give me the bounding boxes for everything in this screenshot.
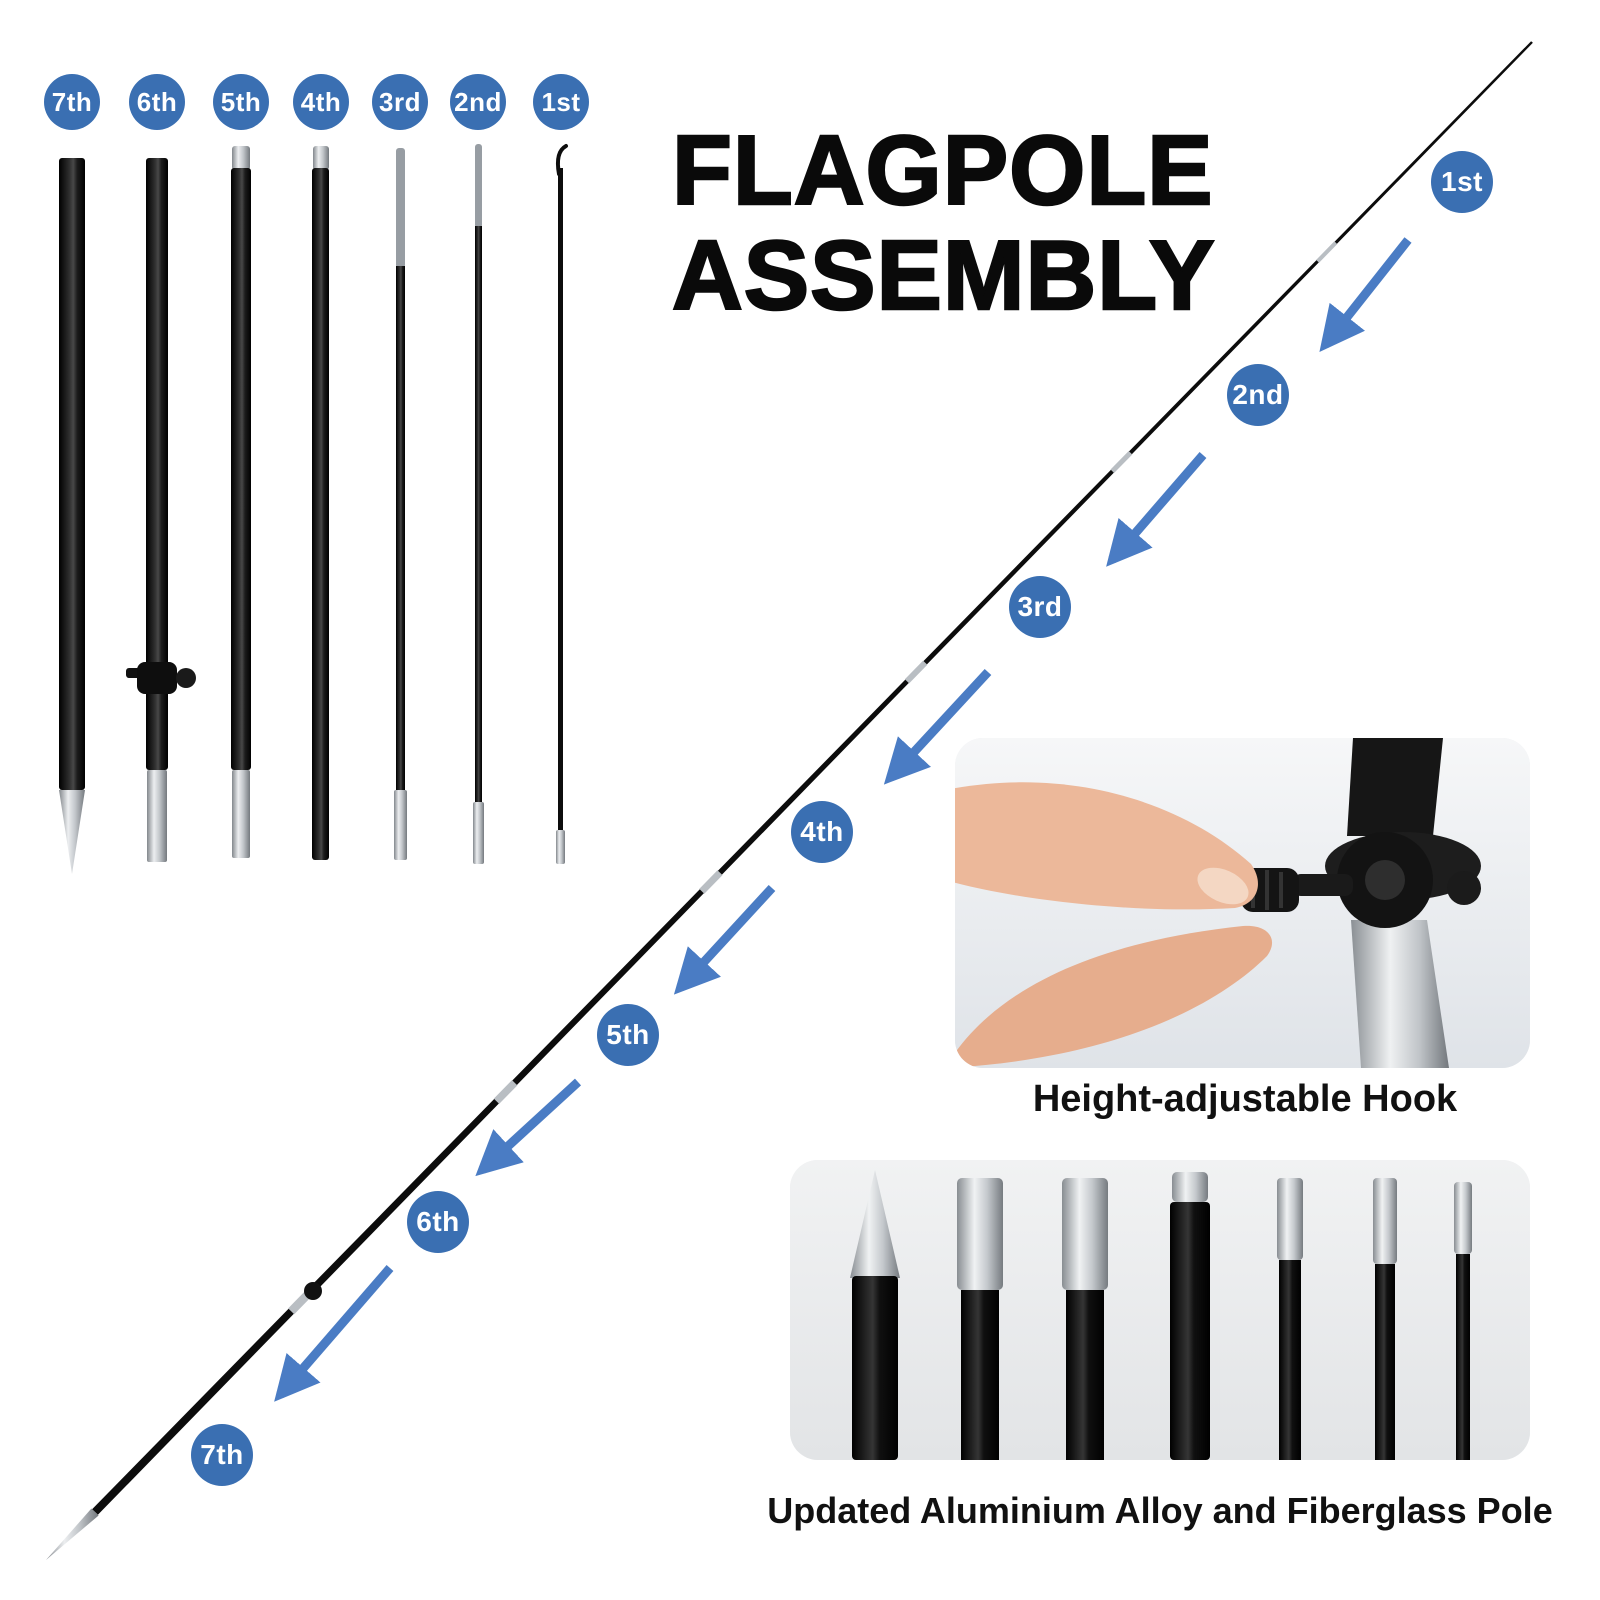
assembly-arrows (274, 237, 1412, 1402)
fingers-illustration (955, 782, 1272, 1068)
ground-spike-icon (46, 1508, 99, 1560)
assembly-badge-7th: 7th (191, 1424, 253, 1486)
assembly-badge-4th: 4th (791, 801, 853, 863)
pole-segment-2nd (473, 144, 484, 864)
page-title-line2: ASSEMBLY (671, 219, 1216, 330)
pole-tips-illustration (790, 1160, 1530, 1460)
adjustable-hook-assembly (1241, 832, 1481, 928)
pole-segment-1st (555, 144, 568, 864)
pole-tip-thin-2 (1373, 1178, 1397, 1460)
clamp-knob-icon (304, 1282, 322, 1300)
parts-badge-7th: 7th (44, 74, 100, 130)
hook-inset-photo (955, 738, 1530, 1068)
pole-segment-4th (312, 146, 329, 860)
parts-badge-4th: 4th (293, 74, 349, 130)
arrow-down-left-icon-4 (673, 884, 776, 995)
pole-tip-ferrule-1 (957, 1178, 1003, 1460)
page-title-line1: FLAGPOLE (671, 115, 1214, 225)
material-inset-photo (790, 1160, 1530, 1460)
arrow-down-left-icon-3 (883, 668, 992, 785)
arrow-down-left-icon-1 (1319, 237, 1412, 353)
arrow-down-left-icon-2 (1106, 452, 1207, 567)
arrow-down-left-icon-5 (475, 1078, 582, 1177)
pole-segment-3rd (394, 148, 407, 860)
pole-tip-thin-1 (1277, 1178, 1303, 1460)
pole-tip-capped (1170, 1172, 1210, 1460)
assembly-badge-2nd: 2nd (1227, 364, 1289, 426)
pole-tip-spike (850, 1170, 900, 1460)
assembly-badge-5th: 5th (597, 1004, 659, 1066)
page-title: FLAGPOLE ASSEMBLY (671, 115, 1216, 330)
hook-photo-illustration (955, 738, 1530, 1068)
pole-segment-7th (59, 158, 85, 874)
disassembled-poles-illustration (59, 144, 568, 874)
pole-lower-section (1351, 920, 1449, 1068)
pole-tip-ferrule-2 (1062, 1178, 1108, 1460)
pole-segment-6th (126, 158, 196, 862)
parts-badge-1st: 1st (533, 74, 589, 130)
parts-badge-3rd: 3rd (372, 74, 428, 130)
arrow-down-left-icon-6 (274, 1265, 394, 1402)
parts-badge-5th: 5th (213, 74, 269, 130)
pole-upper-section (1347, 738, 1443, 836)
material-caption: Updated Aluminium Alloy and Fiberglass P… (767, 1490, 1553, 1531)
parts-badge-2nd: 2nd (450, 74, 506, 130)
hook-caption: Height-adjustable Hook (1032, 1078, 1458, 1120)
assembly-badge-3rd: 3rd (1009, 576, 1071, 638)
pole-segment-5th (231, 146, 251, 858)
assembled-pole (46, 41, 1533, 1560)
assembly-badge-1st: 1st (1431, 151, 1493, 213)
parts-badge-6th: 6th (129, 74, 185, 130)
pole-tip-thin-3 (1454, 1182, 1472, 1460)
assembly-badge-6th: 6th (407, 1191, 469, 1253)
